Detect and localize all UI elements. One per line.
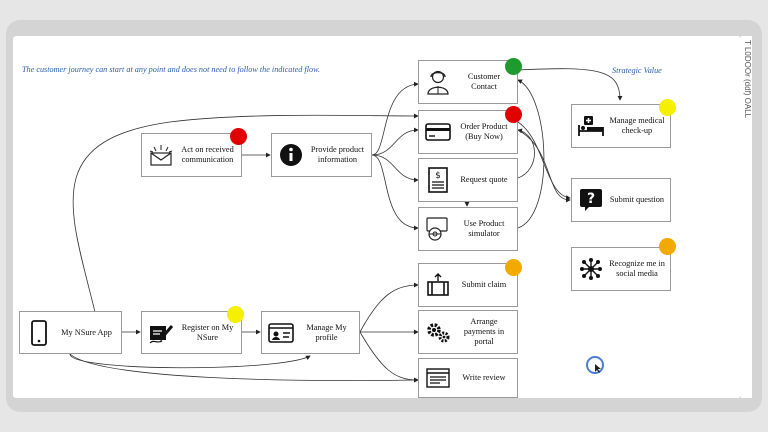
node-label: My NSure App	[61, 327, 112, 337]
edge-contact-to-medical	[517, 68, 623, 101]
edge-app-to-order	[72, 113, 419, 313]
status-dot-social-media	[659, 238, 676, 255]
question-icon: ?	[578, 187, 604, 213]
node-submit-question[interactable]: ? Submit question	[571, 178, 671, 222]
node-label: Request quote	[460, 175, 508, 184]
edge-provide-to-simulator	[371, 154, 419, 231]
node-label: Submit question	[609, 195, 665, 204]
suitcase-icon	[425, 272, 451, 298]
node-request-quote[interactable]: $ Request quote	[418, 158, 518, 202]
status-dot-act-on-communication	[230, 128, 247, 145]
node-my-nsure-app[interactable]: My NSure App	[19, 311, 122, 354]
network-icon	[578, 256, 604, 282]
profile-card-icon	[268, 320, 294, 346]
edge-order-to-question-2	[517, 129, 571, 203]
node-register-on-my-nsure[interactable]: Register on My NSure	[141, 311, 242, 354]
node-label: Recognize me in social media	[609, 259, 665, 278]
simulator-icon	[425, 216, 451, 242]
status-dot-order-product	[505, 106, 522, 123]
edge-provide-to-quote	[371, 154, 419, 183]
info-icon	[278, 142, 304, 168]
edge-provide-to-order	[371, 127, 419, 156]
svg-text:?: ?	[587, 191, 595, 207]
node-submit-claim[interactable]: Submit claim	[418, 263, 518, 307]
review-form-icon	[425, 365, 451, 391]
quote-document-icon: $	[425, 167, 451, 193]
node-label: Provide product information	[310, 145, 365, 164]
node-label: Manage medical check-up	[609, 116, 665, 135]
edge-app-to-manage	[69, 353, 311, 369]
svg-text:$: $	[435, 171, 441, 181]
edge-loop-to-contact	[517, 79, 545, 229]
node-label: Customer Contact	[467, 72, 501, 91]
cursor-indicator	[586, 356, 604, 374]
journey-note: The customer journey can start at any po…	[22, 65, 320, 74]
hospital-bed-icon	[578, 113, 604, 139]
node-arrange-payments[interactable]: Arrange payments in portal	[418, 310, 518, 354]
node-label: Arrange payments in portal	[463, 317, 505, 346]
edge-manage-to-review	[359, 331, 419, 383]
node-recognize-social-media[interactable]: Recognize me in social media	[571, 247, 671, 291]
node-label: Register on My NSure	[181, 322, 234, 342]
node-manage-my-profile[interactable]: Manage My profile	[261, 311, 360, 354]
status-dot-register	[227, 306, 244, 323]
status-dot-customer-contact	[505, 58, 522, 75]
sign-document-icon	[148, 320, 174, 346]
node-label: Use Product simulator	[463, 219, 505, 238]
node-label: Act on received communication	[181, 145, 234, 164]
status-dot-submit-claim	[505, 259, 522, 276]
node-label: Write review	[462, 373, 506, 382]
node-use-product-simulator[interactable]: Use Product simulator	[418, 207, 518, 251]
side-strip-text: T L0DOOr (ddf) OALL	[743, 40, 752, 119]
edge-order-to-question	[517, 121, 571, 200]
gears-icon	[425, 319, 451, 345]
node-label: Submit claim	[461, 280, 507, 289]
node-write-review[interactable]: Write review	[418, 358, 518, 398]
agent-icon	[425, 69, 451, 95]
edge-loop-to-order	[517, 128, 535, 179]
strategic-value-label: Strategic Value	[612, 66, 662, 75]
node-provide-product-information[interactable]: Provide product information	[271, 133, 372, 177]
node-label: Order Product (Buy Now)	[460, 122, 508, 141]
node-order-product[interactable]: Order Product (Buy Now)	[418, 110, 518, 154]
node-customer-contact[interactable]: Customer Contact	[418, 60, 518, 104]
smartphone-icon	[26, 319, 52, 346]
edge-app-to-review	[69, 353, 419, 383]
status-dot-medical-checkup	[659, 99, 676, 116]
credit-card-icon	[425, 119, 451, 145]
node-manage-medical-checkup[interactable]: Manage medical check-up	[571, 104, 671, 148]
edge-manage-to-claim	[359, 282, 419, 333]
envelope-icon	[148, 142, 174, 168]
edge-provide-to-contact	[371, 81, 419, 156]
node-act-on-communication[interactable]: Act on received communication	[141, 133, 242, 177]
side-strip	[741, 36, 752, 398]
node-label: Manage My profile	[306, 322, 347, 342]
